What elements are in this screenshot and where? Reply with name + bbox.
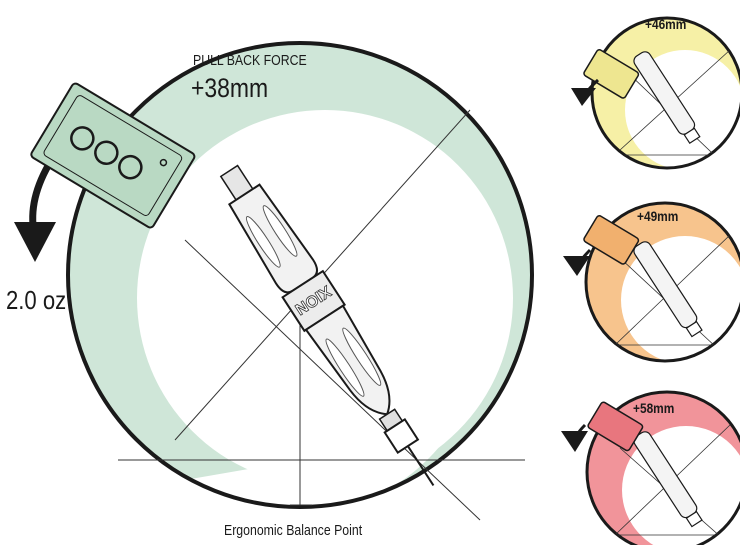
weight-value: 2.0 oz [6, 285, 67, 315]
main-ring-outline [66, 41, 534, 509]
pull-back-force-label: PULL BACK FORCE [193, 52, 307, 69]
variant-1-diagram [571, 16, 740, 170]
variant-3-value: +58mm [633, 400, 675, 416]
variant-2-value: +49mm [637, 208, 679, 224]
variant-3-diagram [561, 390, 740, 545]
variant-1-value: +46mm [645, 16, 687, 32]
variant-2-diagram [563, 201, 740, 364]
pull-back-force-value: +38mm [191, 73, 269, 103]
pen-machine-body: XION [219, 164, 435, 487]
battery-pack [30, 82, 196, 229]
balance-point-label: Ergonomic Balance Point [224, 522, 363, 539]
